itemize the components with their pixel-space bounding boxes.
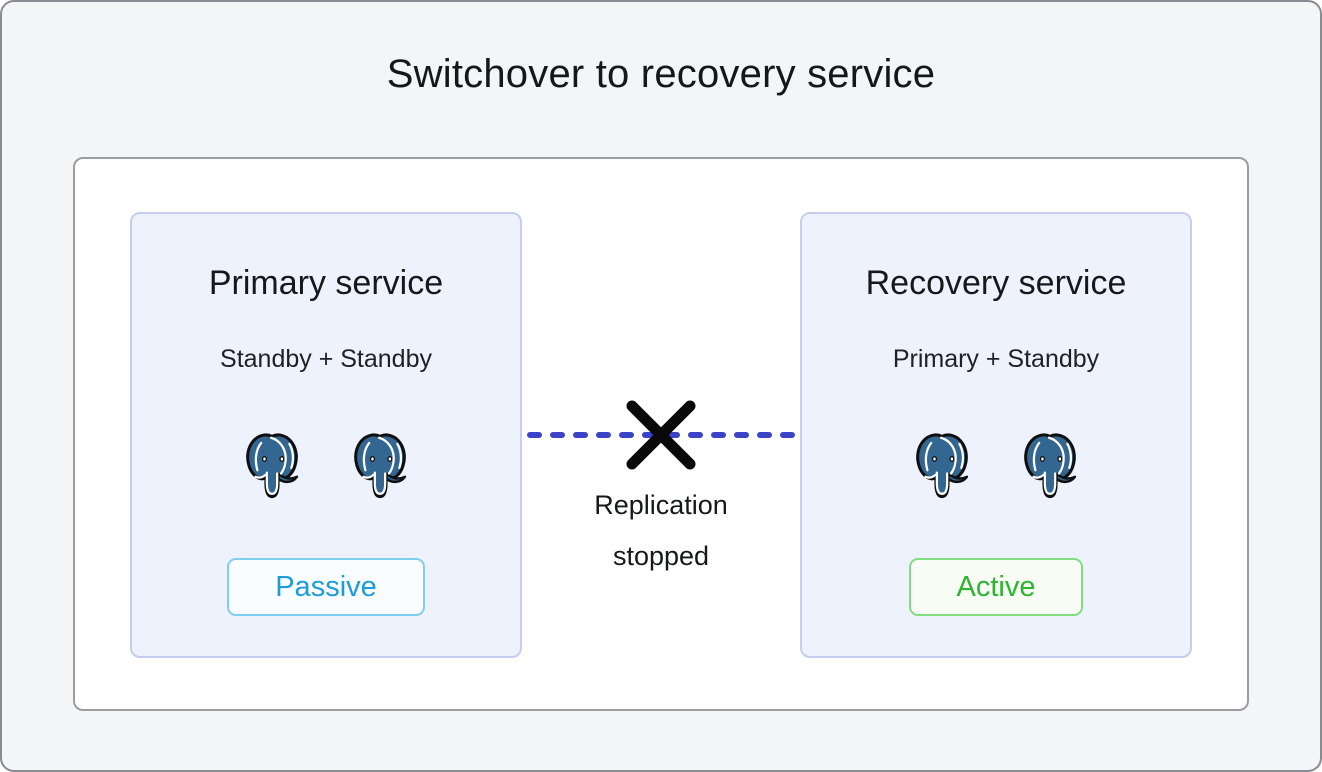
primary-service-card: Primary service Standby + Standby Passiv… [130, 212, 522, 658]
postgresql-elephant-icon [348, 430, 412, 502]
replication-dashed-line [527, 432, 795, 438]
postgresql-elephant-icon [240, 430, 304, 502]
recovery-service-card: Recovery service Primary + Standby Activ… [800, 212, 1192, 658]
recovery-service-roles: Primary + Standby [892, 345, 1100, 373]
postgresql-elephant-icon [1018, 430, 1082, 502]
postgresql-elephant-icon [910, 430, 974, 502]
x-cross-icon [626, 400, 696, 470]
recovery-database-icons [910, 430, 1082, 502]
primary-service-roles: Standby + Standby [220, 345, 432, 373]
primary-database-icons [240, 430, 412, 502]
primary-status-badge: Passive [227, 558, 425, 616]
replication-link: Replication stopped [522, 212, 800, 658]
diagram-title: Switchover to recovery service [386, 52, 936, 96]
replication-status-label: Replication stopped [594, 490, 728, 571]
primary-service-heading: Primary service [208, 264, 444, 302]
recovery-service-heading: Recovery service [865, 264, 1127, 302]
recovery-status-badge: Active [908, 558, 1084, 616]
